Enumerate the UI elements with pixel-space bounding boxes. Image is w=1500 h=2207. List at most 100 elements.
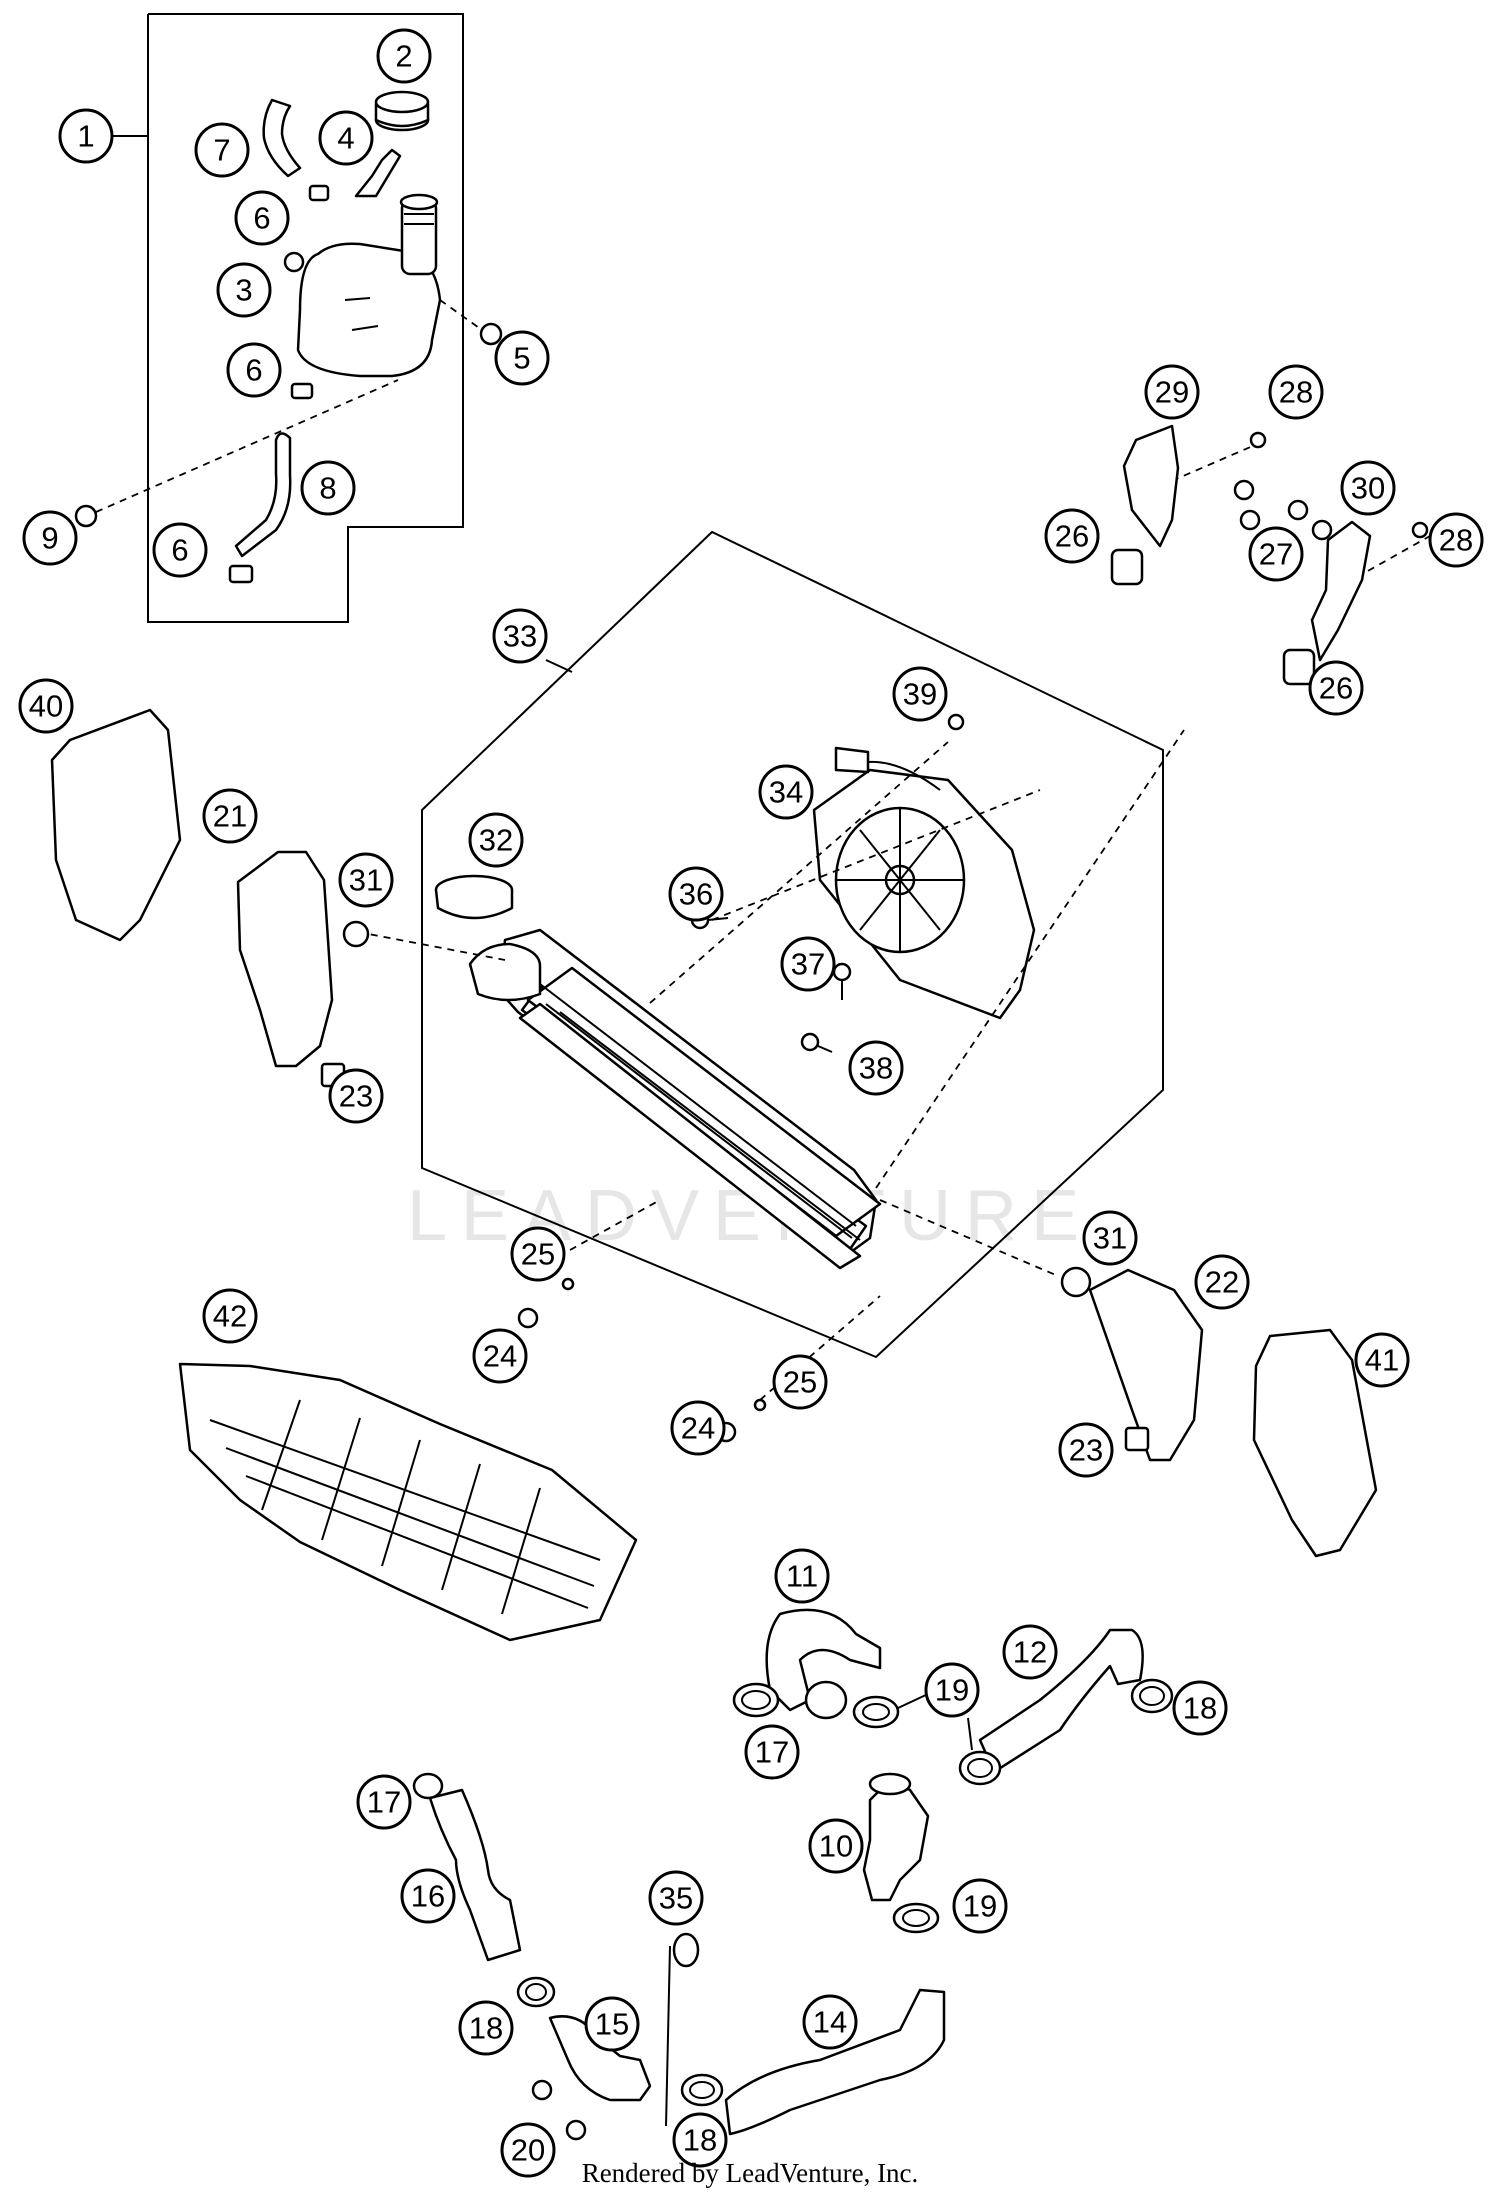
hose-14	[724, 1988, 946, 2136]
leader-line-19-b	[967, 1717, 973, 1751]
callout-7: 7	[194, 122, 250, 178]
callout-31-b: 31	[1082, 1210, 1138, 1266]
svg-text:21: 21	[213, 799, 247, 834]
svg-text:20: 20	[511, 2133, 545, 2168]
leader-line-35	[665, 1945, 671, 2127]
grommet-31-left	[342, 920, 370, 948]
screw-3	[283, 251, 305, 273]
nut-27-d	[1311, 519, 1333, 541]
dashline-24-left	[569, 1199, 661, 1251]
callout-23-b: 23	[1058, 1422, 1114, 1478]
svg-text:11: 11	[786, 1559, 818, 1594]
nut-27-b	[1239, 509, 1261, 531]
callout-6-c: 6	[152, 522, 208, 578]
hose-12	[978, 1628, 1144, 1774]
callout-31-a: 31	[338, 852, 394, 908]
svg-text:19: 19	[935, 1673, 969, 1708]
oring-35	[672, 1932, 700, 1968]
clamp-17-a	[732, 1682, 780, 1718]
thermostat-top	[868, 1772, 912, 1796]
svg-text:18: 18	[469, 2011, 503, 2046]
callout-23-a: 23	[328, 1068, 384, 1124]
screw-28-b	[1411, 521, 1429, 539]
callout-26-b: 26	[1308, 660, 1364, 716]
callout-15: 15	[584, 1996, 640, 2052]
screw-39	[947, 713, 965, 731]
callout-30: 30	[1340, 460, 1396, 516]
expansion-tank	[296, 193, 442, 378]
nut-27-c	[1287, 499, 1309, 521]
dashline-31-right	[879, 1199, 1059, 1277]
rubber-26-right	[1282, 648, 1316, 686]
hose-16	[428, 1788, 522, 1962]
svg-text:35: 35	[659, 1881, 693, 1916]
callout-18-a: 18	[1172, 1680, 1228, 1736]
callout-19-b: 19	[952, 1878, 1008, 1934]
callout-25-b: 25	[772, 1354, 828, 1410]
callout-20: 20	[500, 2122, 556, 2178]
callout-37: 37	[780, 936, 836, 992]
screw-20-b	[565, 2119, 587, 2141]
callout-27: 27	[1248, 526, 1304, 582]
screw-37	[832, 962, 852, 1000]
hose-7	[262, 98, 302, 178]
bracket-30	[1310, 520, 1372, 662]
svg-text:3: 3	[235, 273, 252, 308]
svg-text:15: 15	[595, 2007, 629, 2042]
svg-text:41: 41	[1365, 1343, 1399, 1378]
callout-29: 29	[1144, 364, 1200, 420]
svg-text:34: 34	[769, 775, 803, 810]
dashline-9	[95, 379, 399, 513]
svg-text:6: 6	[253, 201, 270, 236]
hose-11	[765, 1608, 882, 1712]
radiator-cap	[434, 874, 514, 920]
svg-text:40: 40	[29, 689, 63, 724]
svg-text:6: 6	[245, 353, 262, 388]
svg-text:4: 4	[337, 121, 354, 156]
svg-text:1: 1	[77, 119, 94, 154]
radiator	[498, 928, 882, 1270]
svg-text:16: 16	[411, 1879, 445, 1914]
hose-clip-6a	[308, 184, 330, 202]
callout-18-c: 18	[672, 2112, 728, 2168]
clamp-17-b	[412, 1772, 444, 1800]
hose-11-end	[804, 1680, 848, 1720]
svg-text:25: 25	[783, 1365, 817, 1400]
radiator-grille	[178, 1362, 638, 1642]
callout-36: 36	[668, 866, 724, 922]
svg-text:24: 24	[483, 1339, 517, 1374]
svg-text:32: 32	[479, 823, 513, 858]
dashline-36	[711, 789, 1041, 921]
side-cover-21	[236, 850, 334, 1068]
svg-text:30: 30	[1351, 471, 1385, 506]
svg-text:28: 28	[1439, 523, 1473, 558]
nut-24-left	[517, 1307, 539, 1329]
callout-24-a: 24	[472, 1328, 528, 1384]
fan-connector	[834, 746, 870, 774]
svg-text:18: 18	[683, 2123, 717, 2158]
callout-18-b: 18	[458, 2000, 514, 2056]
svg-text:7: 7	[213, 133, 230, 168]
svg-text:22: 22	[1205, 1265, 1239, 1300]
svg-text:6: 6	[171, 533, 188, 568]
group-box-radiator	[421, 530, 1164, 1359]
side-cover-40	[50, 708, 182, 942]
svg-text:14: 14	[813, 2005, 847, 2040]
bracket-4	[354, 148, 402, 198]
svg-text:31: 31	[349, 863, 383, 898]
callout-32: 32	[468, 812, 524, 868]
svg-text:29: 29	[1155, 375, 1189, 410]
callout-9: 9	[22, 510, 78, 566]
clamp-18-b	[516, 1976, 556, 2008]
callout-8: 8	[300, 460, 356, 516]
callout-3: 3	[216, 262, 272, 318]
callout-14: 14	[802, 1994, 858, 2050]
callout-26-a: 26	[1044, 508, 1100, 564]
svg-text:8: 8	[319, 471, 336, 506]
leader-line-19-a	[897, 1693, 929, 1709]
svg-text:17: 17	[367, 1785, 401, 1820]
screw-9	[74, 504, 98, 528]
callout-28-a: 28	[1268, 364, 1324, 420]
clamp-18-a	[1130, 1678, 1174, 1714]
tank-cap	[374, 90, 430, 132]
